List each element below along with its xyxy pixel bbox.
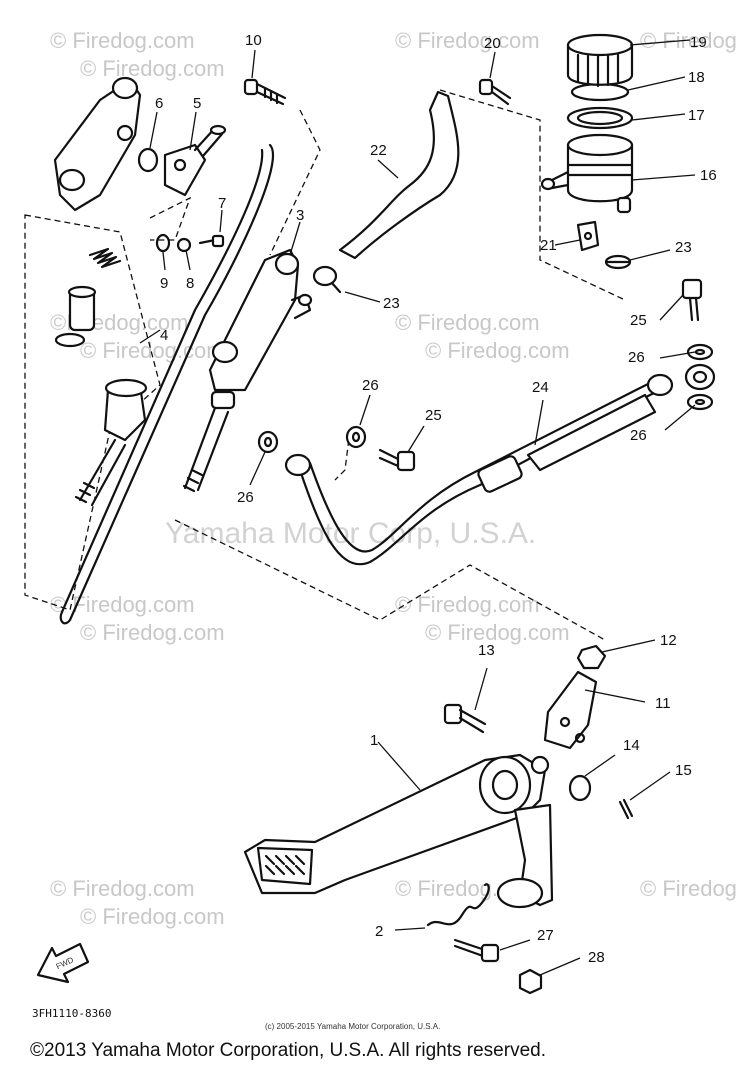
part-12-nut (576, 644, 607, 670)
small-copyright: (c) 2005-2015 Yamaha Motor Corporation, … (265, 1022, 440, 1031)
watermark: © Firedog.com (80, 56, 225, 81)
part-23-clamp (604, 254, 632, 270)
callout-23: 23 (383, 295, 400, 312)
callout-25: 25 (630, 312, 647, 329)
callout-27: 27 (537, 927, 554, 944)
callout-9: 9 (160, 275, 168, 292)
part-13-bolt (443, 703, 487, 734)
callout-20: 20 (484, 35, 501, 52)
callout-16: 16 (700, 167, 717, 184)
callout-12: 12 (660, 632, 677, 649)
watermark: © Firedog.com (80, 904, 225, 929)
callout-26c: 26 (362, 377, 379, 394)
part-4-master-cylinder-exploded (53, 76, 148, 507)
callout-13: 13 (478, 642, 495, 659)
callout-26d: 26 (237, 489, 254, 506)
part-10-bolt (243, 78, 287, 106)
watermark: © Firedog.com (50, 28, 195, 53)
watermark: © Firedog.com (395, 28, 540, 53)
part-1-brake-pedal (243, 753, 554, 909)
callout-25b: 25 (425, 407, 442, 424)
part-14-washer (568, 774, 592, 802)
part-11-clevis (543, 670, 598, 750)
watermark: © Firedog.com (50, 876, 195, 901)
watermark: © Firedog.com (80, 338, 225, 363)
part-7-screw (198, 234, 225, 248)
part-26-washers (257, 343, 714, 454)
part-25-union-bolt (378, 448, 416, 472)
callout-22: 22 (370, 142, 387, 159)
callout-5: 5 (193, 95, 201, 112)
callout-3: 3 (296, 207, 304, 224)
callout-23b: 23 (675, 239, 692, 256)
part-27-bolt (453, 938, 500, 963)
frame-rail (59, 143, 275, 625)
part-28-nut (518, 968, 543, 995)
part-8-washer (176, 237, 192, 253)
part-23-clamp (312, 265, 342, 294)
part-18-plate (570, 82, 630, 102)
part-3-master-cylinder (182, 248, 313, 493)
callout-4: 4 (160, 327, 168, 344)
watermark: © Firedog.com (80, 620, 225, 645)
diagram-code: 3FH1110-8360 (32, 1007, 111, 1020)
callout-28: 28 (588, 949, 605, 966)
callout-26: 26 (628, 349, 645, 366)
callout-24: 24 (532, 379, 549, 396)
footer-copyright: ©2013 Yamaha Motor Corporation, U.S.A. A… (30, 1040, 546, 1061)
callout-17: 17 (688, 107, 705, 124)
part-19-cap (566, 33, 634, 88)
callout-14: 14 (623, 737, 640, 754)
assembly-outlines (24, 89, 626, 641)
callout-18: 18 (688, 69, 705, 86)
watermark: © Firedog.com (640, 876, 736, 901)
part-15-cotter-pin (618, 798, 634, 820)
leader-lines (139, 39, 696, 976)
part-2-return-spring (426, 883, 490, 927)
part-17-diaphragm (566, 106, 634, 130)
part-6-o-ring (137, 147, 159, 173)
watermark: © Firedog.com (395, 592, 540, 617)
part-5-joint (163, 124, 227, 197)
part-25-union-bolt (681, 278, 703, 322)
callout-7: 7 (218, 195, 226, 212)
callout-8: 8 (186, 275, 194, 292)
part-24-brake-hose (284, 363, 716, 566)
watermark: © Firedog.com (425, 620, 570, 645)
callout-15: 15 (675, 762, 692, 779)
callout-21: 21 (540, 237, 557, 254)
callout-11: 11 (655, 695, 671, 712)
callout-26b: 26 (630, 427, 647, 444)
callout-numbers: 1 2 3 4 5 6 7 8 9 10 11 12 13 14 15 16 1… (155, 32, 717, 966)
part-20-screw (478, 78, 512, 106)
watermark: © Firedog.com (425, 338, 570, 363)
part-9-nut (155, 233, 171, 253)
callout-19: 19 (690, 34, 707, 51)
part-16-reservoir (540, 133, 634, 214)
watermark: © Firedog.com (395, 310, 540, 335)
part-21-bracket (576, 220, 600, 252)
callout-10: 10 (245, 32, 262, 49)
fwd-arrow-icon: FWD (36, 942, 90, 984)
part-22-reservoir-hose (338, 90, 460, 260)
callout-2: 2 (375, 923, 383, 940)
callout-1: 1 (370, 732, 378, 749)
callout-6: 6 (155, 95, 163, 112)
